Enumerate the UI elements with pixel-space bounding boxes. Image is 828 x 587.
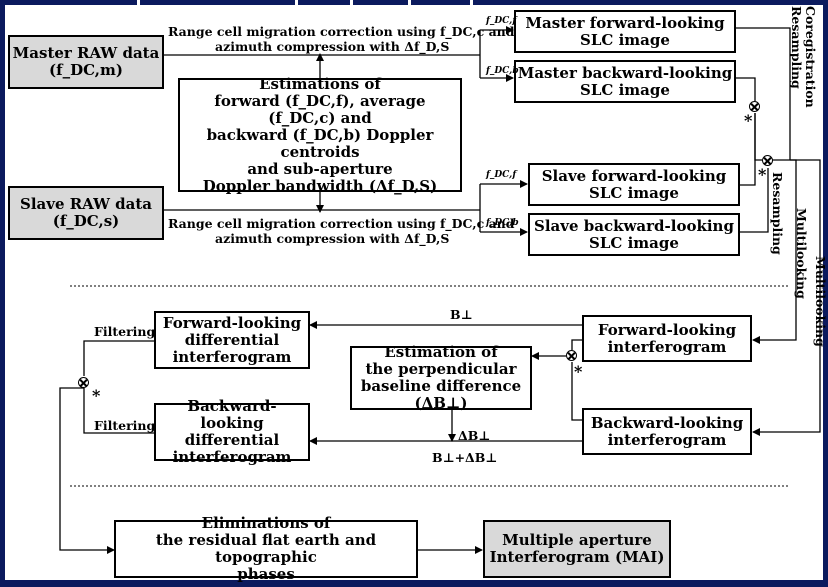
baseline-estimation-label: Estimation of the perpendicular baseline… xyxy=(360,343,522,412)
multilooking-label-1: Multilooking xyxy=(794,208,809,299)
star-mark: * xyxy=(92,386,101,405)
b-perp-label: B⊥ xyxy=(450,307,473,322)
doppler-estimation-box: Estimations of forward (f_DC,f), average… xyxy=(178,74,462,195)
rcmc-master-line-1: Range cell migration correction using f_… xyxy=(168,24,515,39)
master-forward-slc-box: Master forward-looking SLC image xyxy=(514,10,736,53)
eliminations-box: Eliminations of the residual flat earth … xyxy=(114,515,418,583)
fdcf-master-label: f_DC,f xyxy=(486,16,517,26)
rcmc-slave-line-1: Range cell migration correction using f_… xyxy=(168,216,515,231)
master-raw-data-box: Master RAW data (f_DC,m) xyxy=(8,35,164,89)
top-banner xyxy=(0,0,828,5)
slave-raw-data-box: Slave RAW data (f_DC,s) xyxy=(8,186,164,240)
mai-label: Multiple aperture Interferogram (MAI) xyxy=(489,531,665,566)
coregistration-label: Coregistration xyxy=(803,6,818,108)
resampling-label: Resampling xyxy=(770,172,785,255)
banner-tick xyxy=(408,0,411,5)
forward-differential-interferogram-label: Forward-looking differential interferogr… xyxy=(162,313,302,366)
forward-interferogram-label: Forward-looking interferogram xyxy=(597,320,737,356)
slave-raw-data-label: Slave RAW data (f_DC,s) xyxy=(19,195,152,230)
banner-tick xyxy=(295,0,298,5)
forward-differential-interferogram-box: Forward-looking differential interferogr… xyxy=(154,311,310,369)
banner-tick xyxy=(137,0,140,5)
multiply-icon xyxy=(749,101,760,112)
multilooking-label-2: Multilooking xyxy=(813,256,828,347)
filtering-top-label: Filtering xyxy=(94,324,156,339)
slave-forward-slc-label: Slave forward-looking SLC image xyxy=(541,166,727,202)
fdcb-master-label: f_DC,b xyxy=(486,66,519,76)
slave-backward-slc-box: Slave backward-looking SLC image xyxy=(528,213,740,256)
multiply-icon xyxy=(762,155,773,166)
star-mark: * xyxy=(744,111,753,130)
mai-box: Multiple aperture Interferogram (MAI) xyxy=(483,520,671,578)
filtering-bottom-label: Filtering xyxy=(94,418,156,433)
master-forward-slc-label: Master forward-looking SLC image xyxy=(525,13,725,49)
delta-b-perp-label: ΔB⊥ xyxy=(458,428,491,443)
fdcf-slave-label: f_DC,f xyxy=(486,170,517,180)
baseline-estimation-box: Estimation of the perpendicular baseline… xyxy=(350,343,532,412)
slave-forward-slc-box: Slave forward-looking SLC image xyxy=(528,163,740,206)
doppler-estimation-label: Estimations of forward (f_DC,f), average… xyxy=(202,74,438,195)
master-backward-slc-label: Master backward-looking SLC image xyxy=(517,63,733,99)
star-mark: * xyxy=(574,362,583,381)
master-backward-slc-box: Master backward-looking SLC image xyxy=(514,60,736,103)
backward-differential-interferogram-label: Backward-looking differential interferog… xyxy=(172,397,292,466)
b-perp-plus-delta-label: B⊥+ΔB⊥ xyxy=(432,450,498,465)
fdcb-slave-label: f_DC,b xyxy=(486,218,519,228)
multiply-icon xyxy=(566,350,577,361)
banner-tick xyxy=(470,0,473,5)
backward-interferogram-box: Backward-looking interferogram xyxy=(582,408,752,455)
rcmc-slave-line-2: azimuth compression with Δf_D,S xyxy=(215,231,450,246)
resampling-top-label: Resampling xyxy=(789,6,804,89)
eliminations-label: Eliminations of the residual flat earth … xyxy=(155,514,377,583)
forward-interferogram-box: Forward-looking interferogram xyxy=(582,315,752,362)
backward-differential-interferogram-box: Backward-looking differential interferog… xyxy=(154,398,310,466)
rcmc-master-line-2: azimuth compression with Δf_D,S xyxy=(215,39,450,54)
master-raw-data-label: Master RAW data (f_DC,m) xyxy=(12,44,160,79)
backward-interferogram-label: Backward-looking interferogram xyxy=(590,413,744,449)
slave-backward-slc-label: Slave backward-looking SLC image xyxy=(534,216,734,252)
banner-tick xyxy=(350,0,353,5)
multiply-icon xyxy=(78,377,89,388)
star-mark: * xyxy=(758,165,767,184)
